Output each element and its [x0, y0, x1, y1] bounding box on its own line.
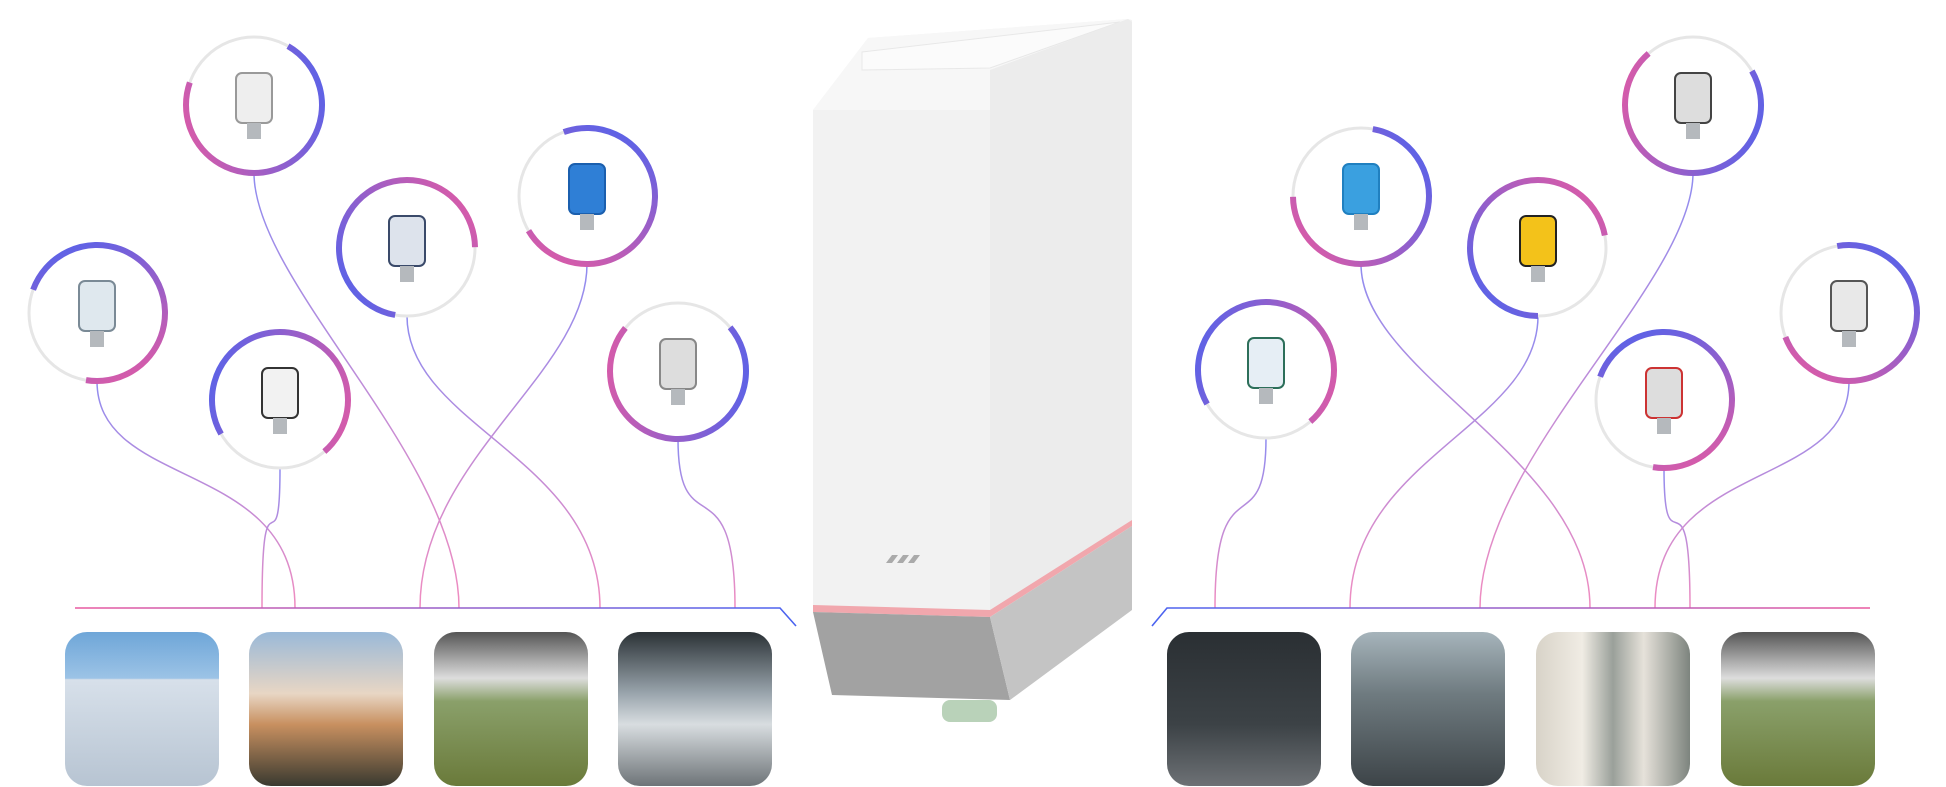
connection-curve [1349, 315, 1539, 609]
connection-curve [1360, 263, 1591, 609]
power-plant-photo [249, 632, 403, 786]
greenhouse-photo [434, 632, 588, 786]
connection-curve [96, 380, 296, 609]
gateway-device [813, 19, 1132, 722]
office-photo [618, 632, 772, 786]
connection-curve [677, 438, 736, 609]
rotary-encoder-icon [1622, 34, 1764, 176]
storage-tanks-photo [65, 632, 219, 786]
pressure-sensor-icon [335, 177, 478, 319]
infrared-thermometer-icon [607, 300, 749, 442]
ultrasonic-sensor-icon [1467, 177, 1609, 319]
connection-curve [419, 263, 588, 609]
radar-level-meter-icon [516, 125, 658, 267]
connection-curve [1214, 437, 1267, 609]
bus-line-right [1151, 607, 1870, 627]
push-button-station-icon [1593, 329, 1735, 471]
traffic-photo [1351, 632, 1505, 786]
potentiometer-box-icon [208, 329, 351, 471]
turbine-flowmeter-icon [1194, 299, 1337, 441]
temperature-transmitter-icon [1290, 125, 1432, 267]
connection-curve [261, 467, 281, 609]
pressure-transmitter-icon [26, 242, 168, 384]
weather-station-photo [1167, 632, 1321, 786]
connection-curve [406, 315, 601, 609]
connection-curves [96, 172, 1850, 609]
greenhouse-photo-2 [1721, 632, 1875, 786]
connection-curve [1654, 380, 1850, 609]
thermocouple-icon [183, 34, 325, 176]
condenser-tanks-photo [1536, 632, 1690, 786]
brand-logo-stripes [886, 555, 920, 563]
compact-pressure-sensor-icon [1778, 242, 1920, 384]
connection-curve [1663, 467, 1691, 609]
connection-curve [253, 172, 460, 609]
connection-curve [1479, 172, 1694, 609]
bus-line-left [75, 607, 797, 627]
